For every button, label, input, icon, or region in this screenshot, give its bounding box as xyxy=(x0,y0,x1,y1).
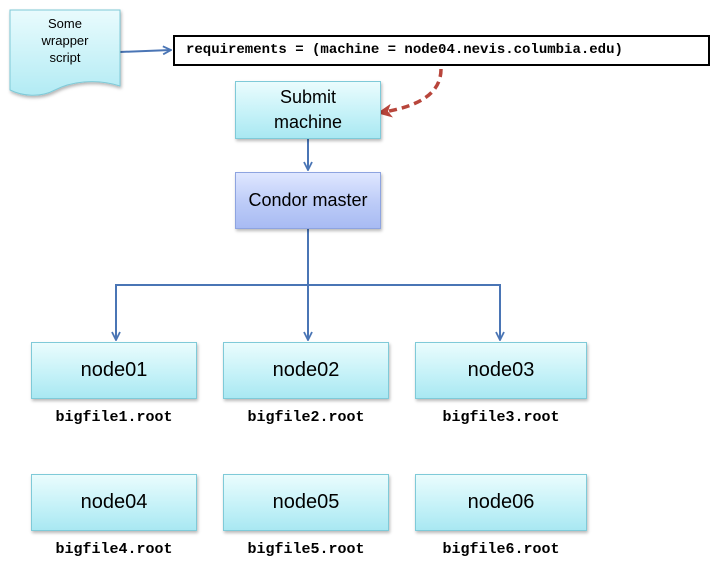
node06-file-label: bigfile6.root xyxy=(442,541,560,558)
wrapper-script-document: Some wrapper script xyxy=(9,9,121,96)
submit-machine-box: Submit machine xyxy=(235,81,381,139)
node04-file-label: bigfile4.root xyxy=(55,541,173,558)
node04-box: node04 xyxy=(31,474,197,531)
wrapper-to-requirements-arrow xyxy=(119,50,171,52)
wrapper-script-label: Some wrapper script xyxy=(10,15,120,66)
requirements-box: requirements = (machine = node04.nevis.c… xyxy=(173,35,710,66)
wrapper-script-line-1: Some xyxy=(48,16,82,31)
wrapper-script-line-2: wrapper xyxy=(41,33,89,48)
condor-master-box: Condor master xyxy=(235,172,381,229)
submit-machine-line-2: machine xyxy=(273,112,343,132)
submit-machine-line-1: Submit xyxy=(279,87,336,107)
node05-file-label: bigfile5.root xyxy=(247,541,365,558)
node02-file-label: bigfile2.root xyxy=(247,409,365,426)
wrapper-script-line-3: script xyxy=(49,50,81,65)
node02-box: node02 xyxy=(223,342,389,399)
condor-master-label: Condor master xyxy=(248,190,368,210)
requirements-to-submit-dashed-arrow xyxy=(377,68,443,118)
node02-label: node02 xyxy=(272,359,340,381)
node01-label: node01 xyxy=(80,359,148,381)
node06-box: node06 xyxy=(415,474,587,531)
node03-label: node03 xyxy=(467,359,535,381)
node04-label: node04 xyxy=(80,491,148,513)
document-shape-icon xyxy=(9,9,121,96)
node03-file-label: bigfile3.root xyxy=(442,409,560,426)
node03-box: node03 xyxy=(415,342,587,399)
node01-box: node01 xyxy=(31,342,197,399)
node05-label: node05 xyxy=(272,491,340,513)
submit-machine-label: Submit machine xyxy=(274,85,342,135)
node05-box: node05 xyxy=(223,474,389,531)
master-to-nodes-connector xyxy=(116,229,500,286)
node01-file-label: bigfile1.root xyxy=(55,409,173,426)
node06-label: node06 xyxy=(467,491,535,513)
